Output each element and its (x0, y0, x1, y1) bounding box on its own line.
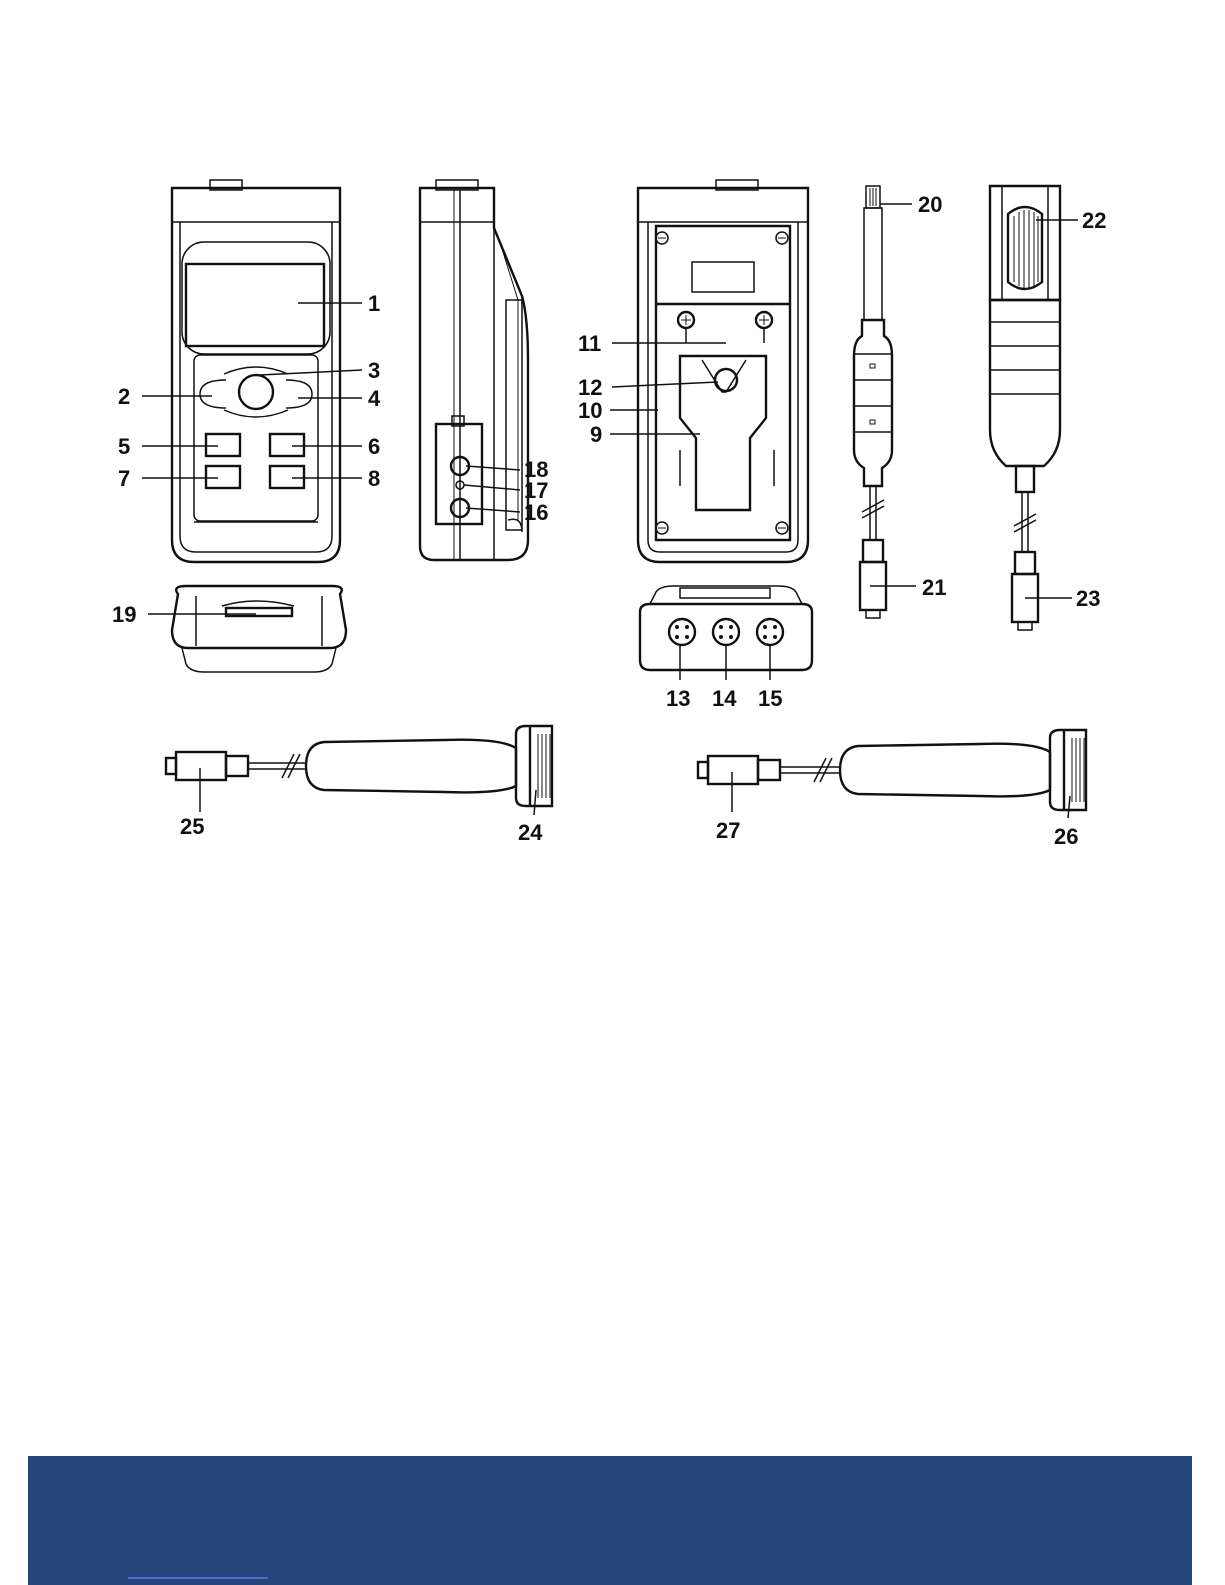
callout-3: 3 (368, 358, 380, 383)
meter-side-view (420, 180, 528, 560)
callout-12: 12 (578, 375, 602, 400)
callout-10: 10 (578, 398, 602, 423)
probe-right (698, 730, 1086, 810)
lcd-display (186, 264, 324, 346)
key-8[interactable] (270, 466, 304, 488)
meter-parts-diagram: 1 2 3 4 5 6 7 8 9 10 11 12 13 14 15 16 1… (0, 0, 1225, 880)
callout-22: 22 (1082, 208, 1106, 233)
callout-7: 7 (118, 466, 130, 491)
humidity-probe (854, 186, 892, 618)
meter-front-view (172, 180, 340, 562)
leader-lines (142, 204, 1078, 818)
callout-6: 6 (368, 434, 380, 459)
callout-18: 18 (524, 457, 548, 482)
callout-19: 19 (112, 602, 136, 627)
callout-26: 26 (1054, 824, 1078, 849)
sd-card-slot (226, 608, 292, 616)
callout-24: 24 (518, 820, 543, 845)
callout-13: 13 (666, 686, 690, 711)
probe-left (166, 726, 552, 806)
key-5[interactable] (206, 434, 240, 456)
callout-20: 20 (918, 192, 942, 217)
callout-1: 1 (368, 291, 380, 316)
callout-16: 16 (524, 500, 548, 525)
footer-band (28, 1456, 1192, 1585)
callout-2: 2 (118, 384, 130, 409)
socket-14 (713, 619, 739, 645)
socket-13 (669, 619, 695, 645)
key-6[interactable] (270, 434, 304, 456)
key-7[interactable] (206, 466, 240, 488)
large-probe (990, 186, 1060, 630)
socket-15 (757, 619, 783, 645)
callout-14: 14 (712, 686, 737, 711)
callout-21: 21 (922, 575, 946, 600)
callout-25: 25 (180, 814, 204, 839)
callout-8: 8 (368, 466, 380, 491)
center-button[interactable] (239, 375, 273, 409)
callout-11: 11 (578, 331, 601, 356)
callout-4: 4 (368, 386, 381, 411)
callout-15: 15 (758, 686, 782, 711)
callout-27: 27 (716, 818, 740, 843)
footer-link-underline (128, 1577, 268, 1579)
belt-clip (680, 356, 766, 510)
callout-9: 9 (590, 422, 602, 447)
meter-top-view (172, 586, 346, 672)
callout-5: 5 (118, 434, 130, 459)
meter-back-view (638, 180, 808, 562)
callout-23: 23 (1076, 586, 1100, 611)
